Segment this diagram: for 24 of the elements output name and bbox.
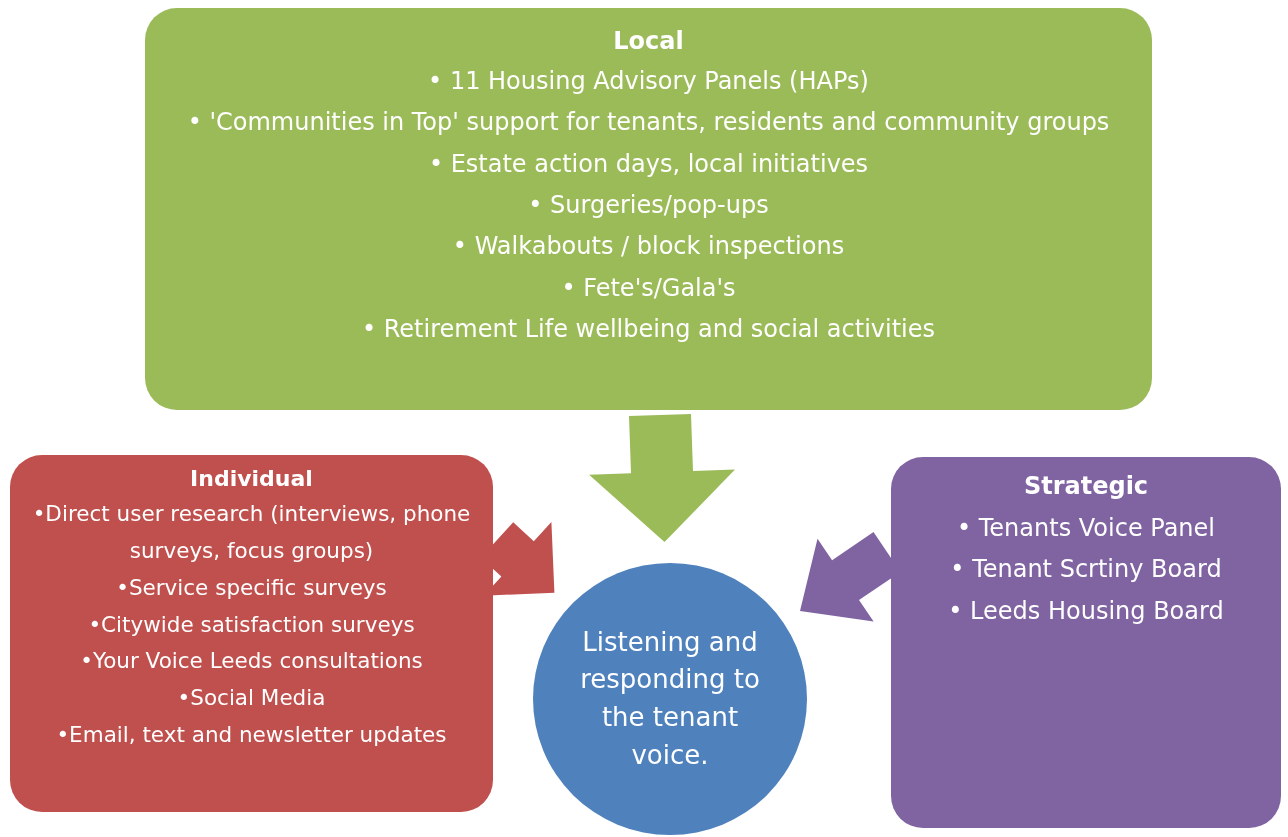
category-box [891,457,1281,828]
bullet-item: •Social Media [177,684,326,713]
bullet-item: • Estate action days, local initiatives [428,148,869,180]
bullet-item: •Citywide satisfaction surveys [88,610,415,639]
box-heading: Local [613,26,684,57]
bullet-item: • Walkabouts / block inspections [452,231,845,263]
bullet-item: • Leeds Housing Board [948,595,1224,627]
block-arrow [589,413,735,543]
bullet-item: •Your Voice Leeds consultations [80,647,423,676]
bullet-item: • Tenant Scrtiny Board [950,554,1222,586]
bullet-item: • 11 Housing Advisory Panels (HAPs) [428,66,869,98]
bullet-item: • Surgeries/pop-ups [528,190,769,221]
bullet-item: •Direct user research (interviews, phone surveys, focus groups) [31,499,472,565]
box-heading: Individual [190,465,313,493]
bullet-item: • Tenants Voice Panel [956,513,1215,545]
category-box [145,8,1152,410]
bullet-item: • Fete's/Gala's [561,272,736,304]
bullet-item: • 'Communities in Top' support for tenants, residents and community groups [187,107,1110,139]
bullet-item: •Email, text and newsletter updates [56,721,447,750]
bullet-item: •Service specific surveys [116,573,387,602]
box-heading: Strategic [1023,471,1149,502]
category-box [10,455,493,812]
bullet-item: • Retirement Life wellbeing and social activities [361,313,936,345]
circle-text: Listening and responding to the tenant voice. [579,625,761,772]
